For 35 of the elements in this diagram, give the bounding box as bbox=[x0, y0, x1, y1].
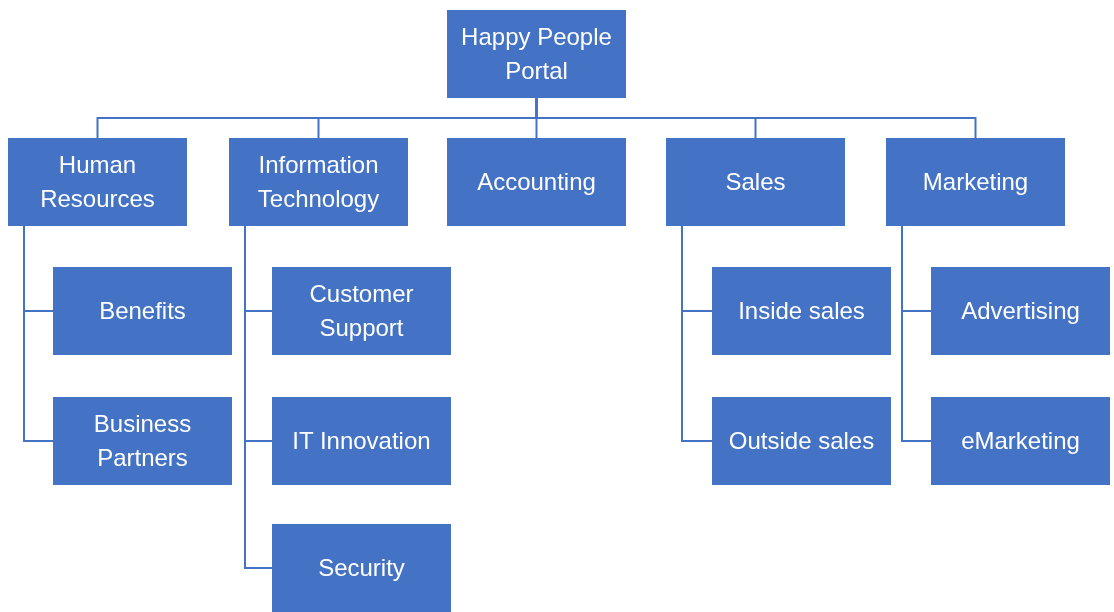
box-label: Sales bbox=[725, 167, 786, 198]
org-box bbox=[886, 138, 1065, 226]
box-label: Happy People Portal bbox=[460, 22, 613, 86]
org-box bbox=[666, 138, 845, 226]
box-label: Information Technology bbox=[256, 150, 381, 214]
org-box bbox=[272, 397, 451, 485]
box-label: Inside sales bbox=[738, 296, 865, 327]
org-box bbox=[712, 267, 891, 355]
box-label: Advertising bbox=[961, 296, 1080, 327]
box-label: Benefits bbox=[99, 296, 186, 327]
box-label: Outside sales bbox=[728, 426, 875, 457]
org-box bbox=[712, 397, 891, 485]
box-label: Security bbox=[318, 553, 405, 584]
connector-line bbox=[535, 97, 977, 139]
org-box bbox=[931, 267, 1110, 355]
box-label: Human Resources bbox=[39, 150, 156, 214]
org-box bbox=[8, 138, 187, 226]
org-box bbox=[272, 524, 451, 612]
box-label: Business Partners bbox=[92, 409, 193, 473]
org-box bbox=[53, 397, 232, 485]
org-box bbox=[53, 267, 232, 355]
connector-line bbox=[244, 225, 273, 569]
connector-line bbox=[23, 225, 54, 442]
org-box bbox=[931, 397, 1110, 485]
org-box bbox=[229, 138, 408, 226]
org-box bbox=[272, 267, 451, 355]
box-label: Accounting bbox=[477, 167, 596, 198]
org-box bbox=[447, 10, 626, 98]
box-label: Customer Support bbox=[308, 279, 415, 343]
box-label: Marketing bbox=[922, 167, 1029, 198]
connector-line bbox=[901, 225, 932, 442]
box-label: eMarketing bbox=[961, 426, 1080, 457]
connector-line bbox=[681, 225, 713, 442]
box-label: IT Innovation bbox=[292, 426, 431, 457]
org-box bbox=[447, 138, 626, 226]
